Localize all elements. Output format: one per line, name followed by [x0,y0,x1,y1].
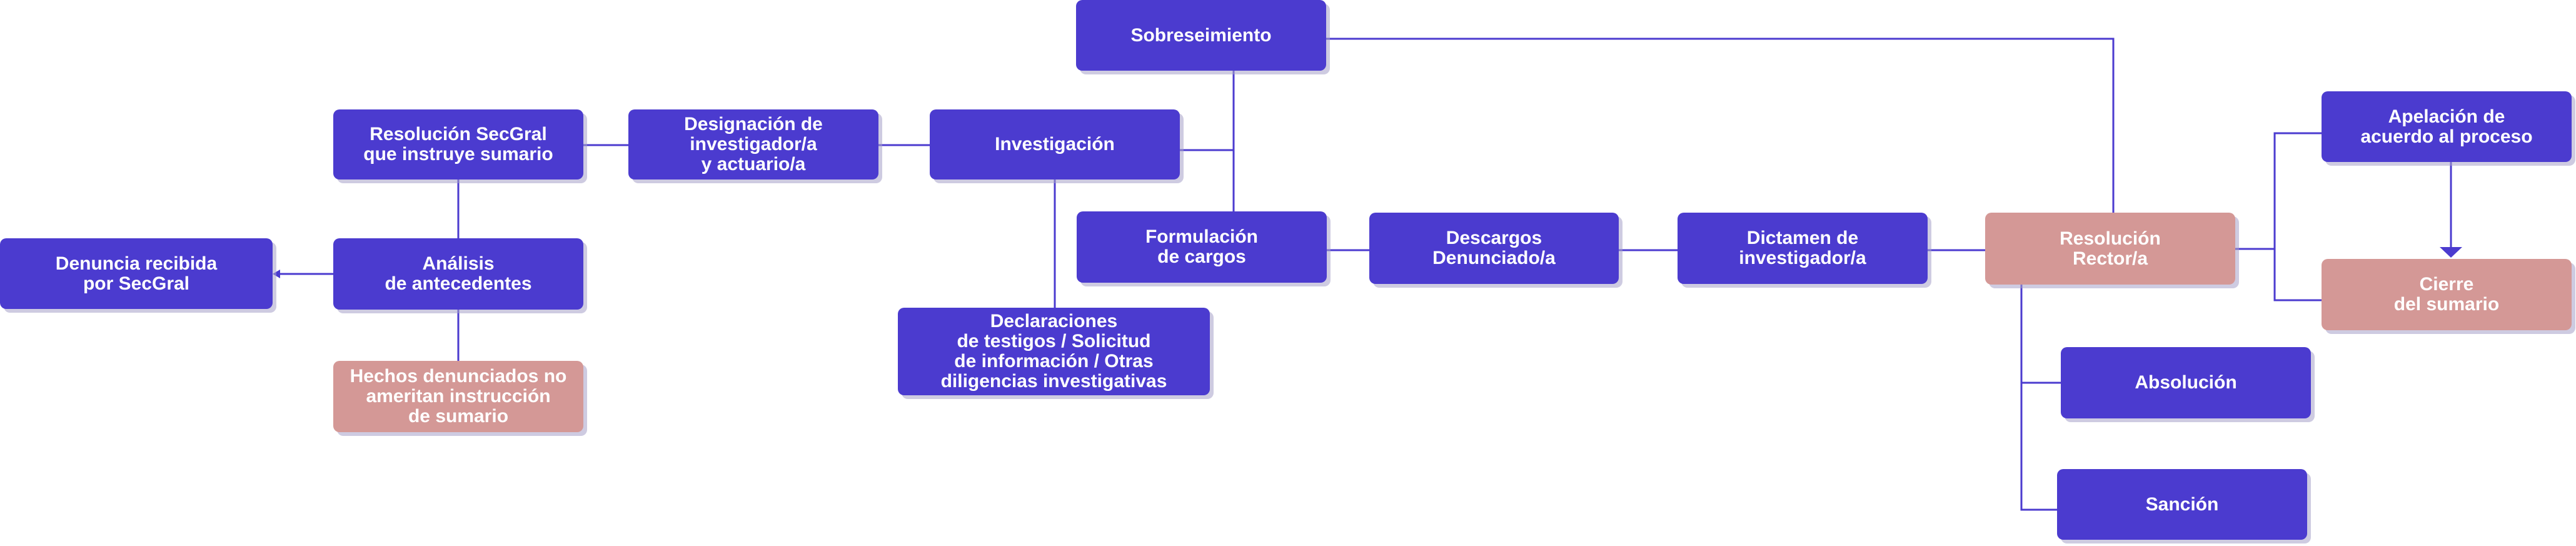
arrowhead-cierre [2440,247,2462,258]
analisis-antecedentes-node: Análisis de antecedentes [333,238,583,310]
declaraciones-node: Declaraciones de testigos / Solicitud de… [898,308,1210,395]
sancion-node: Sanción [2057,469,2307,540]
cierre-sumario-node: Cierre del sumario [2322,259,2572,330]
designacion-investigador-node: Designación de investigador/a y actuario… [628,109,878,179]
connector-sobreseimiento-resolucion-rector [1326,38,2115,213]
resolucion-rector-node: Resolución Rector/a [1985,213,2235,285]
apelacion-node: Apelación de acuerdo al proceso [2322,91,2572,162]
denuncia-recibida-node: Denuncia recibida por SecGral [0,238,273,309]
connector-to-absolucion-sancion [2020,285,2057,511]
formulacion-cargos-node: Formulación de cargos [1077,211,1327,283]
investigacion-node: Investigación [930,109,1180,179]
dictamen-investigador-node: Dictamen de investigador/a [1678,213,1928,284]
absolucion-node: Absolución [2061,347,2311,418]
hechos-no-ameritan-node: Hechos denunciados no ameritan instrucci… [333,361,583,432]
descargos-node: Descargos Denunciado/a [1369,213,1619,284]
connector-to-apelacion [2273,132,2322,301]
resolucion-secgral-node: Resolución SecGral que instruye sumario [333,109,583,179]
sobreseimiento-node: Sobreseimiento [1076,0,1326,71]
arrowhead-denuncia [273,270,280,278]
